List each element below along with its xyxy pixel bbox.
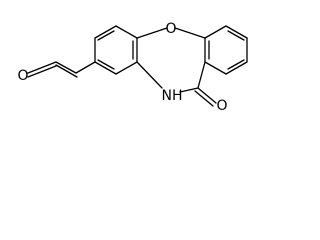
bond	[115, 61, 138, 75]
bond	[179, 87, 199, 93]
amide-nh-label: NH	[162, 88, 183, 104]
bond	[204, 61, 227, 75]
ring-oxygen-label: O	[165, 21, 176, 37]
bond	[136, 61, 163, 89]
bond	[225, 61, 248, 75]
bond	[197, 87, 217, 104]
double-bond-inner	[97, 30, 115, 41]
aldehyde-group	[27, 61, 96, 78]
double-bond-outer	[194, 90, 214, 107]
double-bond-outer	[27, 65, 57, 78]
left-benzene-ring	[94, 25, 138, 75]
bond	[225, 25, 248, 39]
bond	[174, 27, 206, 39]
bond	[115, 25, 138, 39]
double-bond-outer	[55, 64, 78, 78]
bond	[27, 61, 57, 74]
bond	[136, 27, 168, 39]
double-bond-inner	[227, 59, 245, 70]
double-bond-inner	[97, 59, 115, 70]
molecule-structure: O O NH O	[17, 21, 248, 114]
central-diazepine-ring	[136, 27, 206, 93]
right-benzene-ring	[204, 25, 248, 75]
bond	[204, 25, 227, 39]
double-bond-inner	[227, 30, 245, 41]
bond	[94, 61, 117, 75]
bond	[55, 61, 77, 74]
bond	[197, 61, 206, 89]
aldehyde-oxygen-label: O	[17, 68, 28, 84]
carbonyl-group	[194, 87, 217, 107]
carbonyl-oxygen-label: O	[216, 98, 227, 114]
bond	[94, 25, 117, 39]
bond	[75, 61, 96, 74]
